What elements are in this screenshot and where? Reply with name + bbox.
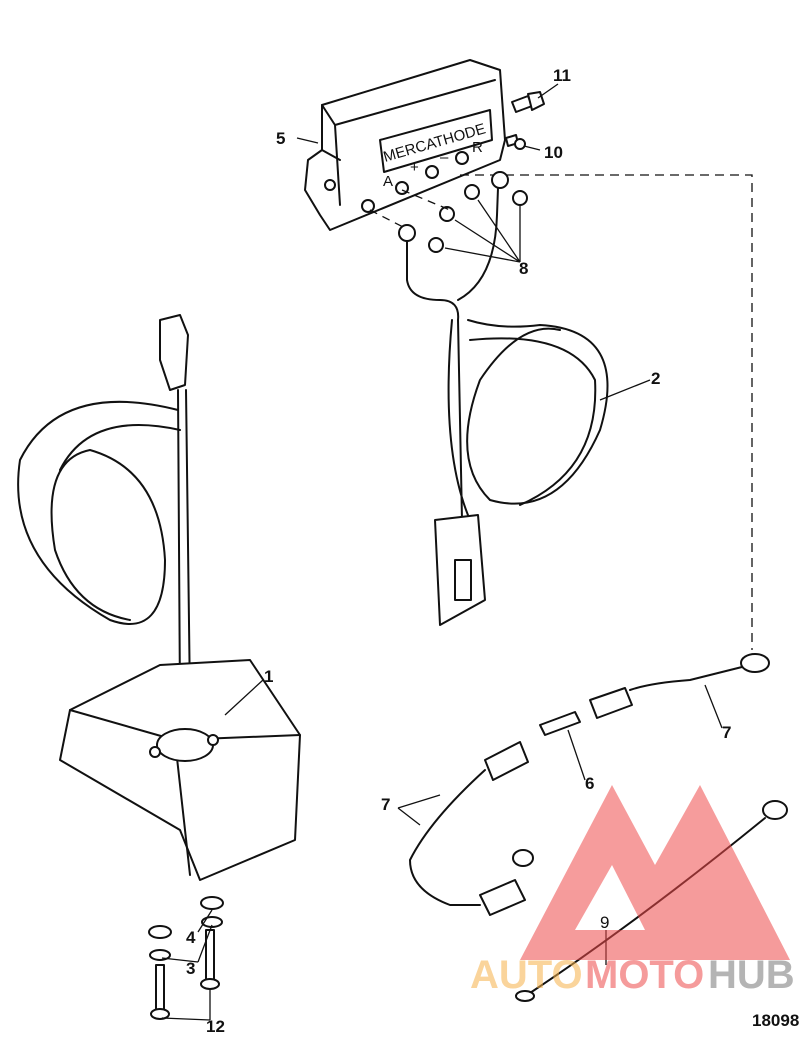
- callout-7-upper: 7: [722, 723, 731, 742]
- callout-2: 2: [651, 369, 660, 388]
- callout-5: 5: [276, 129, 285, 148]
- watermark-auto: AUTO: [470, 953, 583, 997]
- screw-10: [505, 134, 526, 150]
- figure-number: 18098: [752, 1011, 799, 1030]
- harness-2: [398, 171, 609, 626]
- fuse-harness: [409, 653, 788, 1002]
- callout-8: 8: [519, 259, 528, 278]
- sensor-bracket-1: [17, 314, 301, 881]
- watermark-hub: HUB: [708, 953, 795, 997]
- mercathode-controller: MERCATHODE A + – R: [304, 59, 506, 231]
- watermark-logo: AUTO MOTO HUB: [470, 785, 795, 997]
- watermark-moto: MOTO: [585, 953, 704, 997]
- screw-11: [511, 91, 545, 113]
- callout-3: 3: [186, 959, 195, 978]
- terminal-label-a: A: [383, 173, 393, 190]
- terminal-label-minus: –: [440, 149, 449, 166]
- callout-7-lower: 7: [381, 795, 390, 814]
- callout-10: 10: [544, 143, 563, 162]
- callout-6: 6: [585, 774, 594, 793]
- callout-12: 12: [206, 1017, 225, 1036]
- terminal-label-r: R: [472, 139, 483, 156]
- callout-4: 4: [186, 928, 196, 947]
- callout-11: 11: [553, 66, 571, 85]
- leader-lines: [161, 83, 723, 1021]
- washers-and-bolts: [148, 896, 224, 1020]
- terminal-label-plus: +: [410, 159, 419, 176]
- callout-1: 1: [264, 667, 273, 686]
- callout-9: 9: [600, 913, 609, 932]
- nuts-8: [428, 184, 528, 253]
